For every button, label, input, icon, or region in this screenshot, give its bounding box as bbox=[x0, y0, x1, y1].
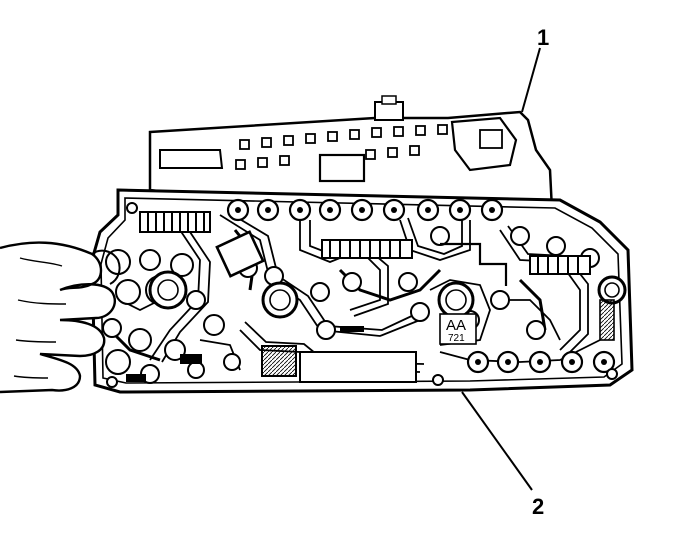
board-code-sub: 721 bbox=[448, 333, 465, 344]
callout-label-2: 2 bbox=[532, 494, 545, 519]
hand-thumb bbox=[91, 249, 121, 285]
square-module-left bbox=[215, 230, 265, 278]
small-resistor-3 bbox=[126, 374, 146, 382]
upper-connector-pins bbox=[235, 124, 448, 170]
small-resistor-2 bbox=[340, 326, 364, 332]
hatched-strip-right bbox=[599, 299, 615, 341]
gauge-socket-inner bbox=[157, 279, 620, 311]
small-resistor-1 bbox=[180, 354, 202, 364]
board-inner-edge bbox=[100, 197, 623, 384]
leader-line-1 bbox=[521, 47, 541, 113]
upper-left-bracket bbox=[159, 149, 224, 169]
top-tab-inner bbox=[381, 95, 397, 105]
code-plate bbox=[439, 313, 477, 345]
hatched-block bbox=[261, 345, 297, 377]
center-pin-connector bbox=[321, 239, 413, 259]
upper-lamp-socket-centers bbox=[235, 207, 495, 213]
board-code-main: AA bbox=[446, 317, 467, 334]
right-latch-slot bbox=[479, 129, 503, 149]
hand-fingers bbox=[0, 241, 117, 394]
mounting-holes bbox=[106, 202, 618, 388]
right-step-bracket bbox=[440, 242, 508, 286]
lower-lamp-socket-centers bbox=[475, 359, 607, 365]
right-pin-connector bbox=[529, 255, 591, 275]
center-lower-panel bbox=[299, 351, 417, 383]
hand-creases bbox=[13, 257, 67, 379]
left-pin-connector bbox=[139, 211, 211, 233]
leader-line-2 bbox=[461, 391, 533, 491]
upper-connector-block bbox=[318, 153, 366, 183]
callout-label-1: 1 bbox=[537, 25, 550, 50]
